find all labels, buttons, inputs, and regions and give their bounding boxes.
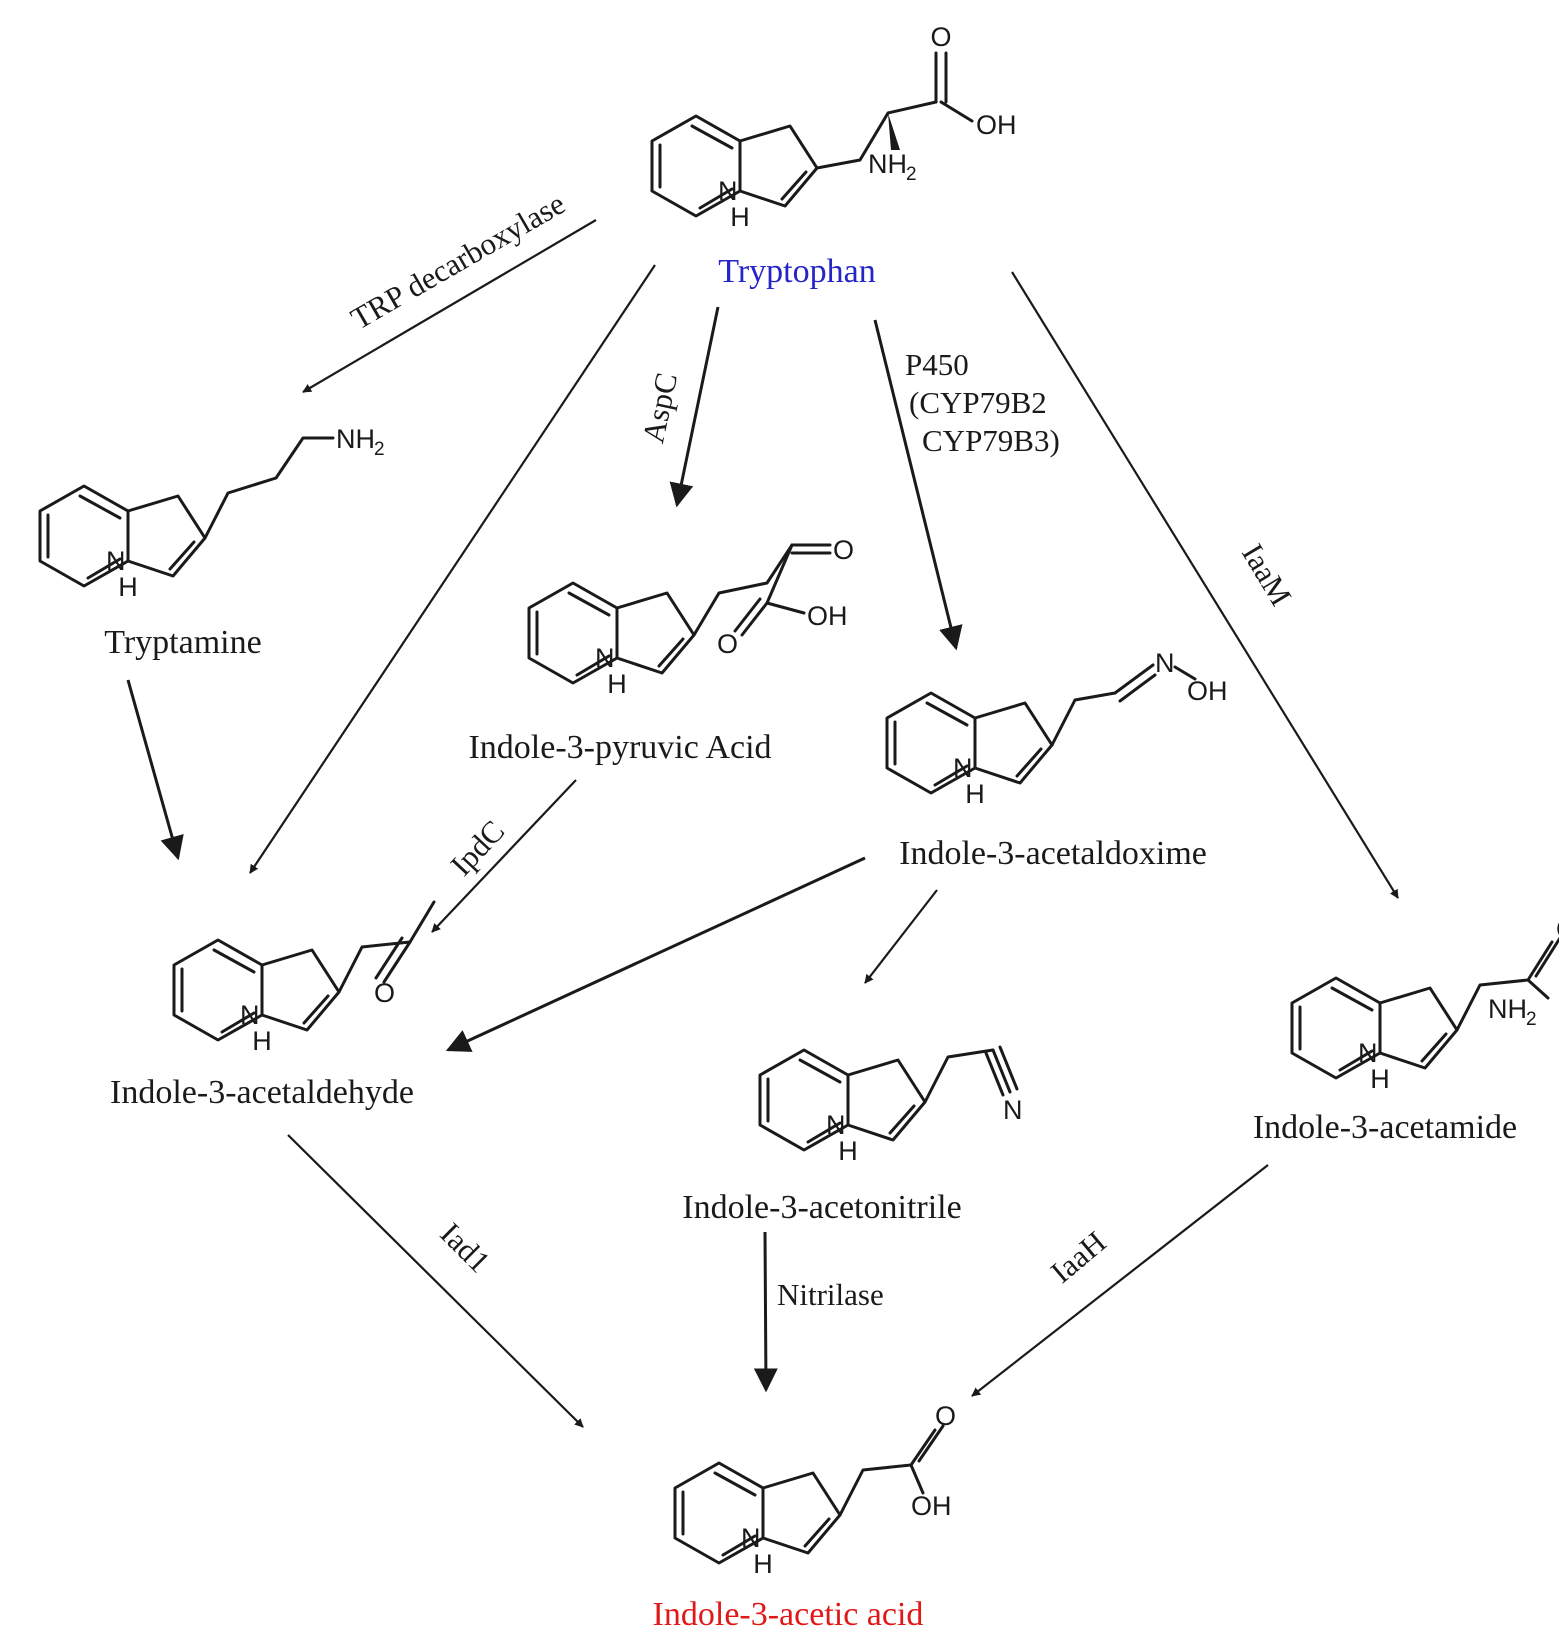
arrow-trp-to-iaald <box>249 264 656 874</box>
iaox-atom-n-ring: N <box>953 753 973 783</box>
iaa-atom-o: O <box>935 1401 956 1431</box>
arrow-iam-to-iaa <box>971 1164 1269 1397</box>
compound-name-tryptophan: Tryptophan <box>718 253 875 290</box>
ipa-atom-n-ring: N <box>595 643 615 673</box>
iaald-atom-nh: H <box>252 1026 272 1056</box>
compound-name-iaox: Indole-3-acetaldoxime <box>899 835 1207 872</box>
ipa-atom-keto-o: O <box>833 535 854 565</box>
iam-atom-n-ring: N <box>1358 1038 1378 1068</box>
compound-name-iam: Indole-3-acetamide <box>1253 1109 1517 1146</box>
tryptophan-atom-nh2-sub: 2 <box>906 164 917 185</box>
iam-atom-nh: H <box>1370 1064 1390 1094</box>
tryptamine-atom-n-ring: N <box>106 546 126 576</box>
arrow-trp-to-ipa <box>669 306 720 508</box>
compound-name-tryptamine: Tryptamine <box>104 624 261 661</box>
tryptamine-atom-nh2-sub: 2 <box>374 439 385 460</box>
enzyme-trp-decarboxylase: TRP decarboxylase <box>345 186 571 337</box>
arrow-iaox-to-ian <box>864 889 938 984</box>
iaa-atom-n-ring: N <box>741 1523 761 1553</box>
compound-indole-3-acetaldoxime: N H N OH Indole-3-acetaldoxime <box>885 648 1228 872</box>
arrow-iaald-to-iaa <box>287 1134 584 1428</box>
compound-name-iaald: Indole-3-acetaldehyde <box>110 1074 414 1111</box>
iaald-atom-n-ring: N <box>240 1000 260 1030</box>
iaa-atom-oh: OH <box>911 1491 952 1521</box>
compound-name-ian: Indole-3-acetonitrile <box>682 1189 961 1226</box>
enzyme-iaah: IaaH <box>1044 1224 1113 1290</box>
iam-atom-nh2-sub: 2 <box>1526 1009 1537 1030</box>
compound-indole-3-acetic-acid: N H O OH Indole-3-acetic acid <box>653 1401 956 1633</box>
reaction-arrows <box>126 219 1399 1428</box>
iam-atom-o: O <box>1556 914 1559 944</box>
iaox-atom-oxime-n: N <box>1155 648 1175 678</box>
ipa-atom-nh: H <box>607 669 627 699</box>
enzyme-nitrilase: Nitrilase <box>777 1277 884 1312</box>
iaox-atom-nh: H <box>965 779 985 809</box>
arrow-ian-to-iaa <box>753 1231 778 1393</box>
arrow-trp-to-tryptamine <box>302 219 597 393</box>
tryptophan-atom-nh2: NH <box>868 149 907 179</box>
tryptophan-atom-oh: OH <box>976 110 1017 140</box>
iaox-atom-oh: OH <box>1187 676 1228 706</box>
enzyme-p450-line3: CYP79B3) <box>922 423 1060 458</box>
compound-indole-3-acetonitrile: N H N Indole-3-acetonitrile <box>682 1045 1023 1226</box>
arrow-trp-to-iaox <box>873 319 963 651</box>
ian-atom-nh: H <box>838 1136 858 1166</box>
tryptophan-atom-nh: H <box>730 202 750 232</box>
enzyme-p450-line1: P450 <box>905 347 969 382</box>
ipa-atom-oh: OH <box>807 601 848 631</box>
enzyme-ipdc: IpdC <box>443 813 511 882</box>
tryptamine-atom-nh2: NH <box>336 424 375 454</box>
tryptamine-atom-nh: H <box>118 572 138 602</box>
iaald-atom-o: O <box>374 978 395 1008</box>
ian-atom-nitrile-n: N <box>1003 1095 1023 1125</box>
compound-indole-3-acetaldehyde: N H O Indole-3-acetaldehyde <box>110 900 436 1111</box>
arrow-tryptamine-to-iaald <box>126 679 184 861</box>
ian-atom-n-ring: N <box>826 1110 846 1140</box>
arrow-trp-to-iam <box>1011 271 1399 899</box>
compound-tryptophan: N H O OH NH 2 N Tryptophan <box>650 22 1017 290</box>
enzyme-p450-line2: (CYP79B2 <box>909 385 1047 420</box>
ipa-atom-acid-o: O <box>717 629 738 659</box>
compound-name-iaa: Indole-3-acetic acid <box>653 1596 924 1633</box>
tryptophan-atom-n-ring: N <box>718 176 738 206</box>
compound-indole-3-pyruvic-acid: N H O OH O Indole-3-pyruvic Acid <box>468 535 854 766</box>
arrow-iaox-to-iaald <box>445 856 866 1052</box>
iam-atom-nh2: NH <box>1488 994 1527 1024</box>
compound-name-ipa: Indole-3-pyruvic Acid <box>468 729 771 766</box>
compound-indole-3-acetamide: N H O NH 2 Indole-3-acetamide <box>1253 914 1559 1146</box>
enzyme-iad1: Iad1 <box>434 1216 498 1280</box>
arrow-ipa-to-iaald <box>431 779 577 933</box>
iaa-atom-nh: H <box>753 1549 773 1579</box>
enzyme-iaam: IaaM <box>1235 538 1299 612</box>
enzyme-aspc: AspC <box>635 370 684 446</box>
tryptophan-atom-o: O <box>930 22 951 52</box>
compound-tryptamine: N H NH 2 Tryptamine <box>38 424 385 661</box>
